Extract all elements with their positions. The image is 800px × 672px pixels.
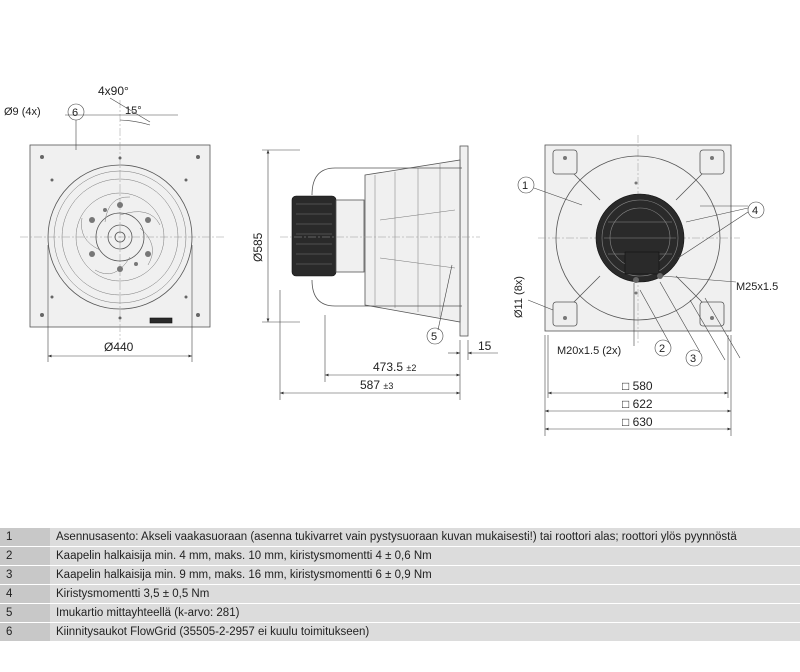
side-inlet-plate [459,145,469,337]
rear-view: 1 4 Ø11 (8x) M25x1.5 M20x1.5 (2x) 2 3 □ … [513,135,778,436]
callout-6: 6 [72,107,78,119]
callout-2-circle [654,339,672,357]
side-impeller-body [364,159,461,323]
m20-label: M20x1.5 (2x) [557,345,621,357]
callout-3-circle [685,349,703,367]
rear-hole-label: Ø11 (8x) [513,276,525,318]
m25-label: M25x1.5 [736,281,778,293]
legend-text: Kaapelin halkaisija min. 4 mm, maks. 10 … [50,546,800,566]
technical-drawing: 4x90° Ø9 (4x) 6 15° Ø440 [4,84,778,436]
sq-630: □ 630 [622,415,653,429]
hole-label-front: Ø9 (4x) [4,106,41,118]
rear-housing-ring [555,155,721,321]
legend-number: 2 [0,546,50,566]
front-label-strip [149,317,173,324]
side-motor-flange [335,199,365,273]
legend-number: 5 [0,603,50,623]
legend-number: 4 [0,584,50,604]
legend-text: Asennusasento: Akseli vaakasuoraan (asen… [50,528,800,547]
legend-text: Kaapelin halkaisija min. 9 mm, maks. 16 … [50,565,800,585]
sq-580: □ 580 [622,379,653,393]
callout-1: 1 [522,180,528,192]
sq-622: □ 622 [622,397,653,411]
front-view: 4x90° Ø9 (4x) 6 15° Ø440 [4,84,225,362]
dim-15: 15 [478,339,492,353]
legend-text: Imukartio mittayhteellä (k-arvo: 281) [50,603,800,623]
callout-4: 4 [752,205,758,217]
rear-terminal-box [624,251,660,275]
legend-number: 3 [0,565,50,585]
callout-5-circle [426,327,444,345]
legend-text: Kiinnitysaukot FlowGrid (35505-2-2957 ei… [50,622,800,642]
side-view: Ø585 5 473.5 ±2 15 587 ±3 [251,145,498,400]
legend-number: 6 [0,622,50,642]
callout-4-circle [747,201,765,219]
angle-label: 4x90° [98,84,129,98]
dim-587: 587 ±3 [360,378,393,392]
callout-1-circle [517,176,535,194]
legend-text: Kiristysmomentti 3,5 ± 0,5 Nm [50,584,800,604]
side-height-label: Ø585 [251,232,265,262]
callout-2: 2 [659,343,665,355]
callout-3: 3 [690,353,696,365]
front-inlet-ring [47,164,193,310]
dim-473: 473.5 ±2 [373,360,416,374]
deg-label: 15° [125,105,142,117]
front-diameter-label: Ø440 [104,340,134,354]
legend-number: 1 [0,528,50,547]
callout-5: 5 [431,331,437,343]
